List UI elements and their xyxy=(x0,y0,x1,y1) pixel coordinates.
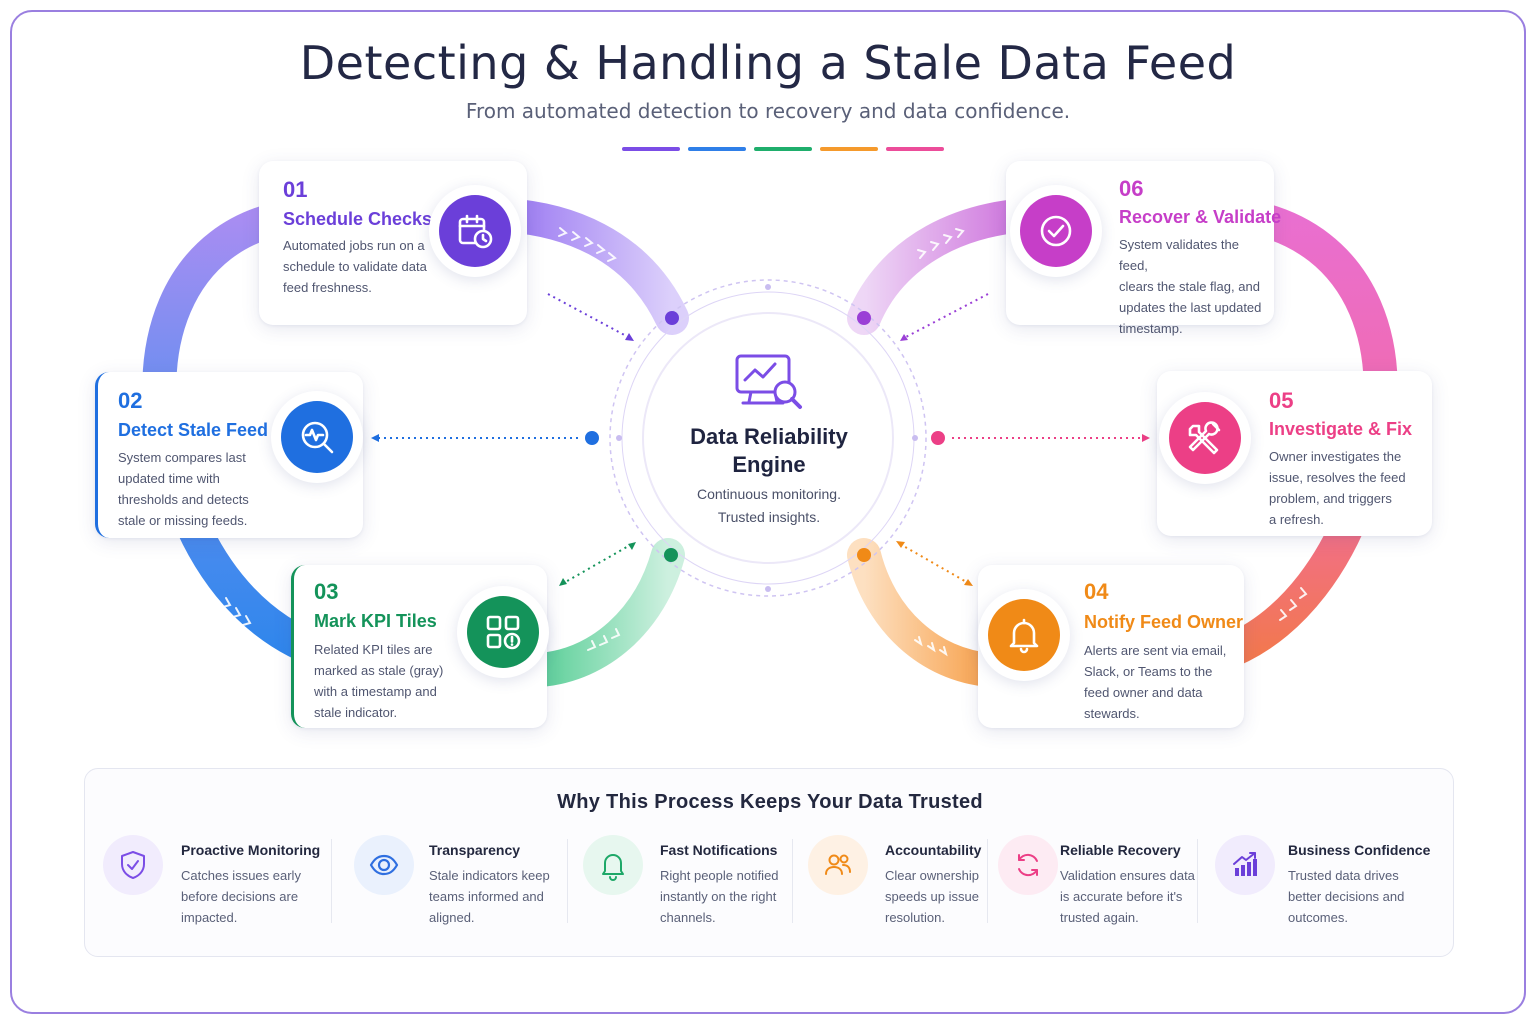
step-card-06: 06 Recover & Validate System validates t… xyxy=(1006,161,1281,336)
step-title: Mark KPI Tiles xyxy=(314,611,437,631)
step-title: Recover & Validate xyxy=(1119,207,1282,227)
node-02 xyxy=(585,431,599,445)
title-accent-bars xyxy=(622,147,944,151)
step-card-01: 01 Schedule Checks Automated jobs run on… xyxy=(259,161,527,325)
step-number: 01 xyxy=(283,177,308,202)
accent-bar-3 xyxy=(754,147,812,151)
page-title: Detecting & Handling a Stale Data Feed xyxy=(299,36,1237,90)
benefit-title: Reliable Recovery xyxy=(1060,842,1181,858)
node-06 xyxy=(857,311,871,325)
page-subtitle: From automated detection to recovery and… xyxy=(465,99,1071,123)
benefits-title: Why This Process Keeps Your Data Trusted xyxy=(557,791,983,813)
connector-arrowheads xyxy=(371,333,1150,586)
benefit-title: Business Confidence xyxy=(1288,842,1431,858)
center-title: Data Reliability Engine xyxy=(648,423,890,479)
node-05 xyxy=(931,431,945,445)
connectors xyxy=(378,293,1144,585)
step-title: Schedule Checks xyxy=(283,209,433,229)
step-title: Investigate & Fix xyxy=(1269,419,1413,439)
step-description: System validates the feed,clears the sta… xyxy=(1119,237,1262,336)
node-01 xyxy=(665,311,679,325)
step-card-02: 02 Detect Stale Feed System compares las… xyxy=(95,372,363,538)
center-title-line-2: Engine xyxy=(732,452,806,477)
monitor-analytics-icon xyxy=(735,354,802,409)
step-number: 04 xyxy=(1084,579,1109,604)
bell-outline-icon xyxy=(583,835,643,895)
step-card-05: 05 Investigate & Fix Owner investigates … xyxy=(1157,371,1432,536)
step-card-04: 04 Notify Feed Owner Alerts are sent via… xyxy=(978,565,1244,728)
flow-chevrons xyxy=(222,227,1308,657)
refresh-icon xyxy=(998,835,1058,895)
benefit-title: Accountability xyxy=(885,842,982,858)
node-04 xyxy=(857,548,871,562)
step-number: 05 xyxy=(1269,388,1294,413)
step-title: Notify Feed Owner xyxy=(1084,612,1244,632)
bell-icon xyxy=(988,599,1060,671)
arc-right-bottom xyxy=(847,538,1007,687)
calendar-clock-icon xyxy=(439,195,511,267)
tools-icon xyxy=(1169,402,1241,474)
step-description: Alerts are sent via email,Slack, or Team… xyxy=(1084,643,1227,721)
benefit-title: Fast Notifications xyxy=(660,842,778,858)
tiles-alert-icon xyxy=(467,596,539,668)
accent-bar-2 xyxy=(688,147,746,151)
node-03 xyxy=(664,548,678,562)
accent-bar-4 xyxy=(820,147,878,151)
benefit-title: Transparency xyxy=(429,842,521,858)
eye-icon xyxy=(354,835,414,895)
check-circle-icon xyxy=(1020,195,1092,267)
center-subtitle-line-2: Trusted insights. xyxy=(717,509,821,525)
users-icon xyxy=(808,835,868,895)
accent-bar-1 xyxy=(622,147,680,151)
step-title: Detect Stale Feed xyxy=(118,420,269,440)
center-subtitle-line-1: Continuous monitoring. xyxy=(697,486,841,502)
search-pulse-icon xyxy=(281,401,353,473)
accent-bar-5 xyxy=(886,147,944,151)
center-disc xyxy=(642,312,894,564)
step-number: 02 xyxy=(118,388,143,413)
shield-check-icon xyxy=(103,835,163,895)
step-number: 06 xyxy=(1119,176,1144,201)
step-number: 03 xyxy=(314,579,339,604)
center-ring-outer xyxy=(609,279,927,597)
benefit-title: Proactive Monitoring xyxy=(181,842,321,858)
bar-chart-up-icon xyxy=(1215,835,1275,895)
benefits-panel: Why This Process Keeps Your Data Trusted… xyxy=(84,768,1454,957)
arc-left-bottom xyxy=(523,538,685,687)
center-title-line-1: Data Reliability xyxy=(690,424,848,449)
center-subtitle: Continuous monitoring. Trusted insights. xyxy=(648,483,890,529)
